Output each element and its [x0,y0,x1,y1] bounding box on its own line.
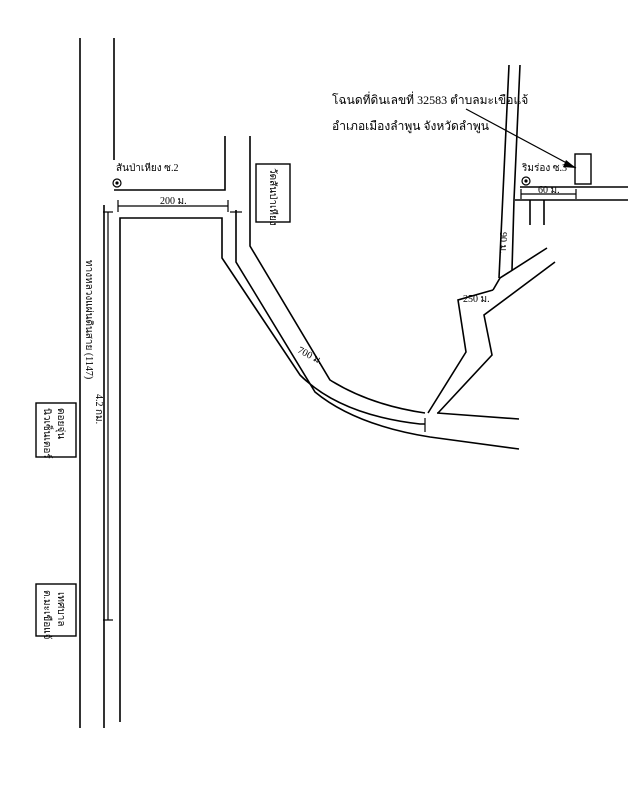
district-box [35,583,77,637]
district-label-line2: ต.มะเขือแจ้ [41,590,53,640]
dorm-box [35,402,77,458]
junction-label-rim-rong: ริมร่อง ซ.3 [521,163,567,174]
road-diagonal-right-edge [437,261,556,414]
road-right-connector-bottom [436,412,520,420]
dorm-label-line1: ดอยจุ่น [55,408,66,439]
road-east-top-edge [114,136,226,191]
district-label-line1: เทศบาล [55,592,66,626]
distance-label-200: 200 ม. [160,196,187,207]
highway-label: ทางหลวงแผ่นดินสาย (1147) [83,260,94,379]
junction-label-san-pa-hiang: สันป่าเหียง ซ.2 [116,162,178,174]
distance-label-90: 90 ม. [497,232,508,254]
land-title-line1: โฉนดที่ดินเลขที่ 32583 ตำบลมะเขือแจ้ [332,91,528,107]
land-title-line2: อำเภอเมืองลำพูน จังหวัดลำพูน [332,119,489,134]
junction-marker-rim-rong [521,176,531,186]
temple-box [255,163,291,223]
distance-label-60: 60 ม. [538,185,560,196]
road-diagonal-left-edge [427,289,494,414]
distance-label-700: 700 ม. [296,345,325,367]
distance-label-250: 250 ม. [463,294,490,305]
soi-north-right-edge [511,64,521,271]
temple-label: วัดสันป่าเหียง [267,168,279,226]
road-curve-inner-edge [249,136,426,414]
road-diagonal-upper-edge [492,247,548,291]
junction-marker-san-pa-hiang [112,178,122,188]
land-plot-pointer-head [563,160,576,168]
dorm-label-line2: นิวเซ็นเตอร์ [41,408,55,459]
road-curve-outer-edge [235,210,520,450]
distance-label-4-2km: 4.2 กม. [93,394,104,424]
land-plot-box [574,153,592,185]
land-plot-pointer [465,108,577,169]
soi-north-left-edge [498,64,510,279]
road-east-bottom-edge [119,217,425,722]
